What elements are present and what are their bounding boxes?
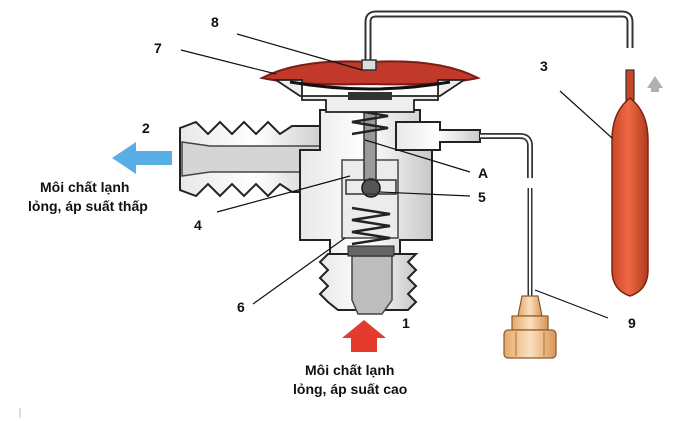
label-9: 9 xyxy=(628,315,636,331)
lower-spring xyxy=(351,206,391,246)
diaphragm-head xyxy=(259,59,481,113)
label-3: 3 xyxy=(540,58,548,74)
flare-nut xyxy=(503,295,557,359)
label-4: 4 xyxy=(194,217,202,233)
label-7: 7 xyxy=(154,40,162,56)
outlet-flow-arrow xyxy=(112,142,172,174)
up-arrow-icon xyxy=(647,76,663,92)
label-5: 5 xyxy=(478,189,486,205)
outlet-caption-line1: Môi chất lạnh xyxy=(40,179,129,195)
label-1: 1 xyxy=(402,315,410,331)
inlet-caption-line2: lỏng, áp suất cao xyxy=(293,381,407,397)
label-2: 2 xyxy=(142,120,150,136)
upper-spring xyxy=(351,108,389,136)
outlet-fitting xyxy=(179,120,331,198)
equalizer-port xyxy=(395,121,533,178)
valve-ball xyxy=(361,178,381,198)
label-6: 6 xyxy=(237,299,245,315)
inlet-flow-arrow xyxy=(342,320,386,352)
capillary-tube xyxy=(364,10,634,62)
outlet-caption-line2: lỏng, áp suất thấp xyxy=(28,198,148,214)
inlet-caption-line1: Môi chất lạnh xyxy=(305,362,394,378)
sensing-bulb xyxy=(611,69,649,297)
label-A: A xyxy=(478,165,488,181)
leader-lines xyxy=(180,33,613,319)
label-8: 8 xyxy=(211,14,219,30)
